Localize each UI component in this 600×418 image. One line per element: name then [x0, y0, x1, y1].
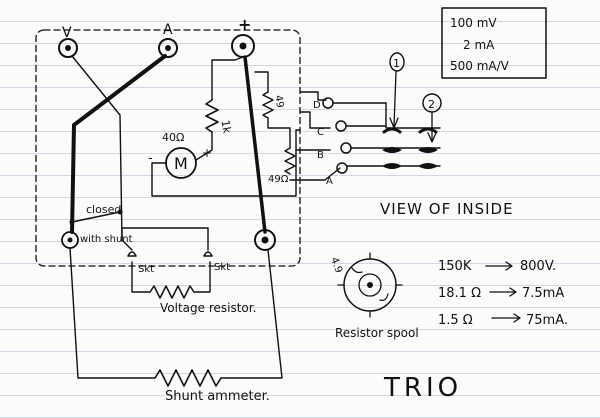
- shunt-ammeter-label: Shunt ammeter.: [165, 389, 270, 404]
- terminal-v-label: V: [62, 25, 72, 41]
- wire-socket-left-down: [131, 261, 151, 293]
- voltage-resistor-label: Voltage resistor.: [160, 301, 256, 315]
- terminal-plus: +: [231, 15, 255, 58]
- terminal-a-label: A: [163, 22, 173, 38]
- wire-49-down: [267, 117, 291, 149]
- meter-movement-minus: -: [148, 151, 153, 166]
- contact-d-label: D: [313, 100, 321, 111]
- spec-line-sensitivity-voltage: 100 mV: [450, 16, 497, 30]
- spec-row-3-result: 75mA.: [526, 313, 568, 328]
- brand-trio: TRIO: [383, 373, 462, 403]
- meter-movement-rating: 40Ω: [162, 131, 184, 144]
- shunt-resistor-zigzag: [154, 369, 222, 387]
- resistor-spool-label: Resistor spool: [335, 326, 419, 340]
- meter-movement-label: M: [174, 154, 188, 173]
- range-switch: D C B A: [289, 91, 441, 187]
- shunt-switch-blade: [71, 211, 121, 223]
- callout-1: 1: [389, 52, 405, 129]
- meter-enclosure-outline: [35, 29, 301, 267]
- socket-left: [127, 251, 137, 257]
- spec-row-2-arrow: [489, 287, 517, 297]
- voltage-resistor-zigzag: [149, 285, 195, 299]
- wire-motor-plus: [195, 149, 213, 161]
- with-shunt-label: with shunt: [80, 234, 133, 245]
- spec-row-3-value: 1.5 Ω: [438, 313, 473, 328]
- contact-c: [335, 120, 347, 132]
- wire-v-to-socket: [121, 239, 133, 251]
- wire-to-49: [254, 71, 269, 93]
- wire-to-sockets: [121, 227, 209, 251]
- contact-d: [322, 97, 334, 109]
- socket-right: [203, 251, 213, 257]
- resistor-49-label: 49: [272, 94, 285, 108]
- shunt-switch-contact: [117, 209, 123, 215]
- terminal-a: A: [158, 22, 178, 58]
- wire-a-cross-thick: [70, 54, 167, 234]
- spec-line-ohms-per-volt: 500 mA/V: [450, 59, 510, 73]
- wire-to-1k: [211, 56, 244, 101]
- resistor-49-ohm: [284, 147, 296, 175]
- contact-b: [340, 142, 352, 154]
- contact-a-label: A: [326, 176, 333, 187]
- resistor-spool: 4.9 Resistor spool: [328, 252, 419, 340]
- contact-a: [336, 162, 348, 174]
- resistor-1k: [205, 99, 219, 133]
- spec-row-1-arrow: [485, 261, 513, 271]
- socket-right-label: Skt: [214, 262, 230, 273]
- spec-row-2-value: 18.1 Ω: [438, 286, 481, 301]
- spec-row-1-value: 150K: [438, 259, 472, 274]
- wire-v-cross: [71, 55, 123, 241]
- view-of-inside-label: VIEW OF INSIDE: [380, 200, 514, 218]
- socket-left-label: Skt: [138, 264, 154, 275]
- contact-b-label: B: [317, 150, 324, 161]
- resistor-1k-label: 1k: [218, 119, 233, 135]
- spec-row-2-result: 7.5mA: [522, 286, 564, 301]
- callout-2: 2: [422, 93, 442, 143]
- wire-plus-thick: [243, 55, 267, 234]
- terminal-bottom-right: [254, 229, 276, 251]
- closed-label: closed: [86, 203, 121, 216]
- spec-row-1-result: 800V.: [520, 259, 556, 274]
- wire-shunt-right: [220, 249, 283, 379]
- resistor-49-ohm-label: 49Ω: [268, 174, 289, 185]
- callout-2-label: 2: [428, 98, 435, 111]
- wire-socket-right-down: [193, 261, 211, 293]
- terminal-v: V: [58, 25, 78, 58]
- terminal-bottom-left: [61, 231, 79, 249]
- meter-movement: M 40Ω - +: [148, 131, 212, 179]
- spec-line-sensitivity-current: 2 mA: [463, 38, 495, 52]
- contact-c-label: C: [317, 127, 324, 138]
- wire-motor-return: [151, 129, 301, 197]
- range-spec-list: 150K 800V. 18.1 Ω 7.5mA 1.5 Ω 75mA.: [438, 259, 568, 328]
- resistor-49: [262, 91, 274, 119]
- spec-row-3-arrow: [491, 313, 521, 323]
- meter-spec-box: [441, 7, 547, 79]
- callout-1-label: 1: [393, 57, 400, 70]
- wire-shunt-left: [69, 247, 156, 379]
- resistor-spool-value: 4.9: [328, 256, 344, 275]
- shunt-switch-pivot: [69, 219, 75, 225]
- terminal-plus-label: +: [238, 15, 251, 34]
